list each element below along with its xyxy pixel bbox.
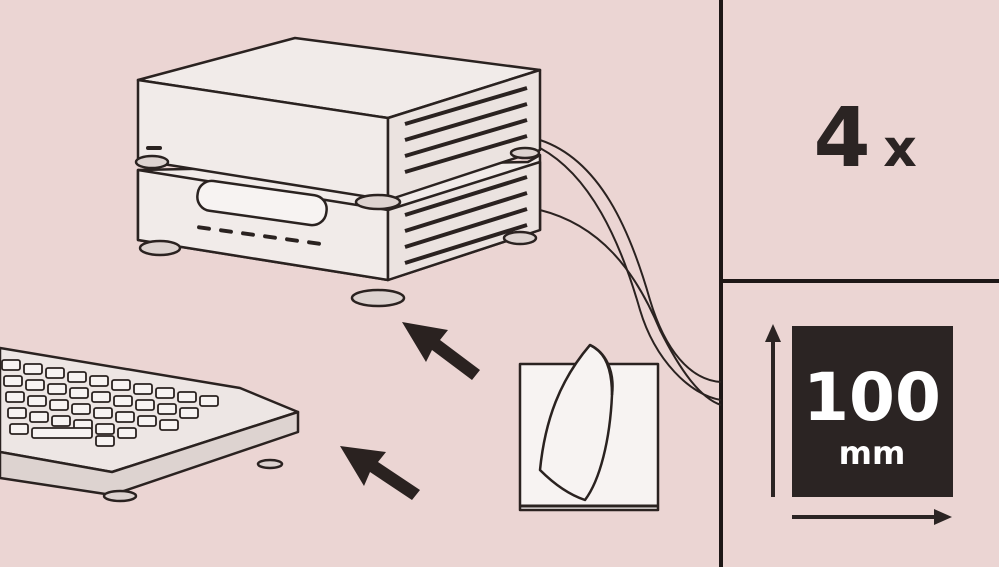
stacked-devices-icon	[134, 36, 542, 308]
pad-size-unit: mm	[839, 434, 906, 472]
quantity-label: 4 x	[813, 91, 916, 186]
dimension-arrow-vertical-icon	[765, 324, 781, 497]
panel-dividers	[719, 0, 999, 567]
quantity-multiplier: x	[883, 119, 917, 179]
arrow-icon	[402, 322, 480, 380]
arrow-icon	[340, 446, 420, 500]
keyboard-keys	[1, 359, 219, 447]
adhesive-pad-sheet-icon	[518, 343, 660, 512]
keyboard-icon	[0, 346, 300, 503]
cable-icon	[539, 139, 722, 406]
dimension-arrow-horizontal-icon	[792, 509, 952, 525]
pad-size-value: 100	[803, 359, 941, 436]
quantity-count: 4	[813, 91, 870, 186]
pad-size-badge: 100 mm	[792, 326, 953, 497]
